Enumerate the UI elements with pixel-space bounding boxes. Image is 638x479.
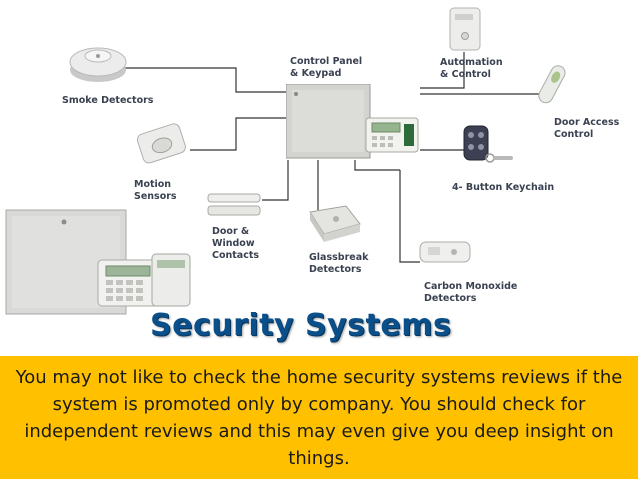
wire-contacts [262,160,289,201]
door-access-icon [538,65,566,104]
wire-motion [190,117,288,151]
label-keychain: 4- Button Keychain [452,182,555,193]
label-glassbreak: Glassbreak Detectors [309,252,369,275]
keychain-remote-icon [463,125,513,163]
motion-sensor-icon [136,123,186,164]
wire-co [399,170,420,263]
label-contacts: Door & Window Contacts [212,226,260,261]
carbon-monoxide-detector-icon [419,241,471,263]
connection-lines [122,52,545,263]
wire-automation [420,52,465,89]
label-automation: Automation & Control [440,57,503,80]
wire-co-h [354,160,400,171]
label-carbon-monoxide: Carbon Monoxide Detectors [424,281,518,304]
label-motion-sensors: Motion Sensors [134,179,177,202]
door-window-contacts-icon [207,193,261,216]
control-panel-icon [286,84,419,159]
glassbreak-detector-icon [309,205,361,242]
alarm-panel-icon [5,209,191,315]
label-smoke-detectors: Smoke Detectors [62,95,154,106]
smoke-detector-icon [69,47,127,82]
wire-smoke [122,67,288,93]
automation-module-icon [449,7,481,51]
caption-text: You may not like to check the home secur… [15,366,623,469]
label-door-access: Door Access Control [554,117,620,140]
caption-banner: You may not like to check the home secur… [0,356,638,479]
label-control-panel: Control Panel & Keypad [290,56,363,79]
diagram-title: Security Systems [150,308,452,343]
